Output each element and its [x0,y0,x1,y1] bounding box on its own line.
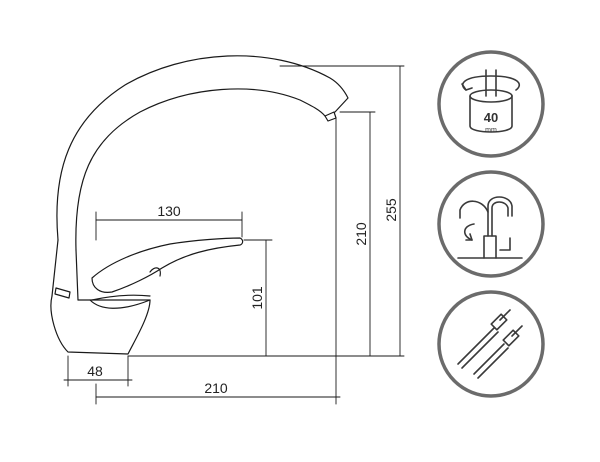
mounting-hole-unit: mm [485,127,497,134]
flexible-hoses-icon [437,290,545,398]
dimension-lever-height: 101 [243,239,273,357]
dimension-label-base-diameter: 48 [87,363,103,379]
dimension-base-diameter: 48 [63,355,133,387]
dimension-spout-reach: 210 [95,117,341,405]
dimension-label-spout-height: 210 [353,222,369,246]
mounting-hole-icon: 40 mm [437,50,545,158]
dimension-top-width: 130 [95,203,243,241]
faucet-outline [50,55,349,355]
swivel-spout-icon [437,170,545,278]
dimension-label-top-width: 130 [157,203,181,219]
dimension-spout-height: 210 [339,111,376,357]
dimension-label-spout-reach: 210 [204,380,228,396]
mounting-hole-value: 40 [484,110,498,125]
dimension-total-height: 255 [279,65,405,357]
dimension-label-lever-height: 101 [249,286,265,310]
dimension-label-total-height: 255 [383,198,399,222]
